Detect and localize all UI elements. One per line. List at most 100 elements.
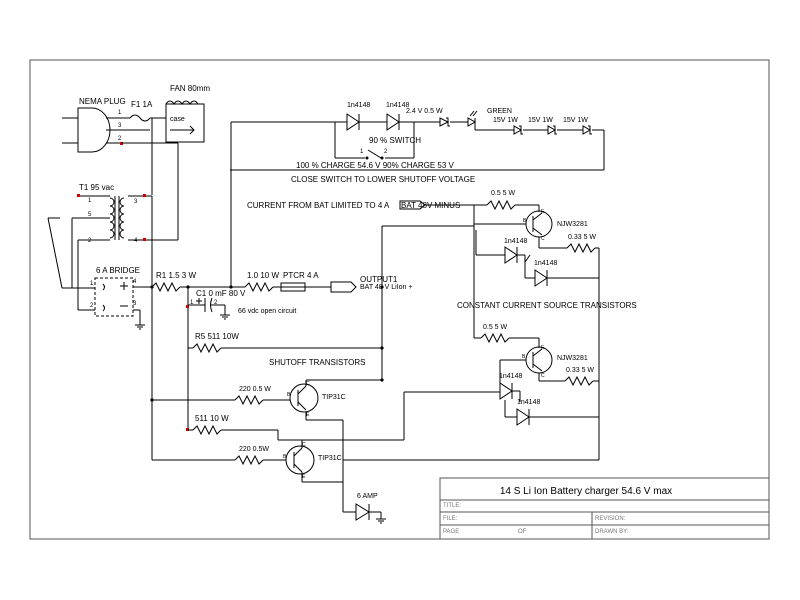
diode-1n4148-b: 1n4148 (386, 102, 409, 131)
transformer-label: T1 95 vac (79, 183, 114, 192)
plug-pin1: 1 (118, 110, 122, 116)
resistor-0r33-a: 0.33 5 W (566, 234, 596, 254)
fan: FAN 80mm case (165, 84, 210, 143)
fuse-f1: F1 1A (129, 100, 166, 122)
cap-label: C1 0 mF 80 V (196, 289, 246, 298)
title-text: 14 S Li Ion Battery charger 54.6 V max (500, 486, 672, 497)
plug-pin2: 2 (118, 136, 122, 142)
diode-1n4148-f: 1n4148 (516, 399, 540, 426)
amp6-label: 6 AMP (357, 493, 378, 500)
resistor-1ohm: 1.0 10 W (244, 271, 279, 293)
bridge-pin3: 3 (133, 301, 137, 307)
resistor-r1: R1 1.5 3 W (151, 271, 196, 293)
transistor-tip31c-a: TIP31C C B E (287, 381, 346, 418)
r033a-label: 0.33 5 W (568, 234, 596, 241)
fuse-label: F1 1A (131, 100, 153, 109)
bridge-label: 6 A BRIDGE (96, 266, 140, 275)
green-led: GREEN (467, 108, 512, 127)
sw-pin1: 1 (360, 149, 364, 155)
current-limit-note: CURRENT FROM BAT LIMITED TO 4 A (247, 201, 390, 210)
zener-15v-c: 15V 1W (563, 117, 592, 135)
r511-label: 511 10 W (195, 414, 229, 423)
njw1-label: NJW3281 (557, 221, 588, 228)
d6-label: 1n4148 (517, 399, 540, 406)
zener-15v-a: 15V 1W (493, 117, 523, 135)
nema-plug: NEMA PLUG 1 3 2 (62, 97, 150, 153)
tip2-label: TIP31C (318, 455, 342, 462)
tip2-e: E (302, 474, 306, 480)
sw-pin2: 2 (384, 149, 388, 155)
diode-1n4148-d: 1n4148 (534, 260, 557, 287)
t-pin5: 5 (88, 212, 92, 218)
zener-15v-b: 15V 1W (528, 117, 557, 135)
diode-1n4148-a: 1n4148 (346, 102, 370, 131)
r05a-label: 0.5 5 W (491, 190, 516, 197)
t-pin4: 4 (134, 238, 138, 244)
revision-label: REVISION: (595, 516, 626, 522)
t-pin3: 3 (134, 199, 138, 205)
r05b-label: 0.5 5 W (483, 324, 508, 331)
case-label: case (170, 116, 185, 123)
switch-90-percent: 90 % SWITCH 1 2 (334, 122, 421, 160)
capacitor-c1: C1 0 mF 80 V 1 2 (188, 289, 246, 320)
diode-6-amp: 6 AMP (355, 493, 378, 521)
bridge-pin2: 2 (90, 303, 94, 309)
page-label: PAGE (443, 529, 459, 535)
diode-1n4148-c: 1n4148 (504, 238, 527, 264)
njw2-label: NJW3281 (557, 355, 588, 362)
r033b-label: 0.33 5 W (566, 367, 594, 374)
t-pin1: 1 (88, 198, 92, 204)
tip1-e: E (306, 412, 310, 418)
njw1-b: B (523, 218, 527, 224)
title-label: TITLE: (443, 503, 461, 509)
d1-label: 1n4148 (347, 102, 370, 109)
tip1-c: C (306, 381, 310, 387)
output-connector: OUTPUT1 BAT 48 V LiIon + (330, 275, 412, 293)
d3-label: 1n4148 (504, 238, 527, 245)
r-1ohm-label: 1.0 10 W (247, 271, 279, 280)
r220b-label: 220 0.5W (239, 446, 269, 453)
bridge-pin4: 4 (133, 279, 137, 285)
z15a-label: 15V 1W (493, 117, 518, 124)
tip1-label: TIP31C (322, 394, 346, 401)
resistor-220-b: 220 0.5W (234, 446, 269, 466)
z15c-label: 15V 1W (563, 117, 588, 124)
bridge-rectifier: 6 A BRIDGE 1 2 4 3 (90, 266, 140, 317)
ground-symbol-2 (376, 518, 386, 524)
file-label: FILE: (443, 516, 458, 522)
shutoff-note: SHUTOFF TRANSISTORS (269, 358, 365, 367)
r220a-label: 220 0.5 W (239, 386, 271, 393)
njw2-e: E (541, 345, 545, 351)
fan-label: FAN 80mm (170, 84, 210, 93)
battery-label: BAT 48 V LiIon + (360, 284, 412, 291)
resistor-0r33-b: 0.33 5 W (564, 367, 594, 387)
zener-24-label: 2.4 V 0.5 W (406, 108, 443, 115)
cap-pin2: 2 (214, 300, 218, 306)
d5-label: 1n4148 (499, 373, 522, 380)
close-switch-note: CLOSE SWITCH TO LOWER SHUTOFF VOLTAGE (291, 175, 475, 184)
njw1-c: C (541, 236, 545, 242)
tip1-b: B (287, 392, 291, 398)
drawn-by-label: DRAWN BY: (595, 529, 629, 535)
ptcr-label: PTCR 4 A (283, 271, 319, 280)
cap-pin1: 1 (190, 300, 194, 306)
resistor-0r5-b: 0.5 5 W (480, 324, 510, 344)
tip2-c: C (302, 442, 306, 448)
resistor-0r5-a: 0.5 5 W (486, 190, 516, 211)
t-pin2: 2 (88, 238, 92, 244)
bridge-pin1: 1 (90, 281, 94, 287)
njw2-b: B (522, 354, 526, 360)
d2-label: 1n4148 (386, 102, 409, 109)
resistor-r5: R5 511 10W (192, 332, 239, 354)
resistor-511: 511 10 W (192, 414, 229, 436)
of-label: OF (518, 529, 527, 535)
njw1-e: E (541, 209, 545, 215)
zener-2v4: 2.4 V 0.5 W (406, 108, 450, 127)
ptcr-fuse: PTCR 4 A (280, 271, 319, 292)
diode-1n4148-e: 1n4148 (499, 373, 522, 400)
switch-label: 90 % SWITCH (369, 136, 421, 145)
transistor-tip31c-b: TIP31C C B E (283, 442, 342, 480)
green-label: GREEN (487, 108, 512, 115)
ground-symbol (135, 324, 145, 330)
